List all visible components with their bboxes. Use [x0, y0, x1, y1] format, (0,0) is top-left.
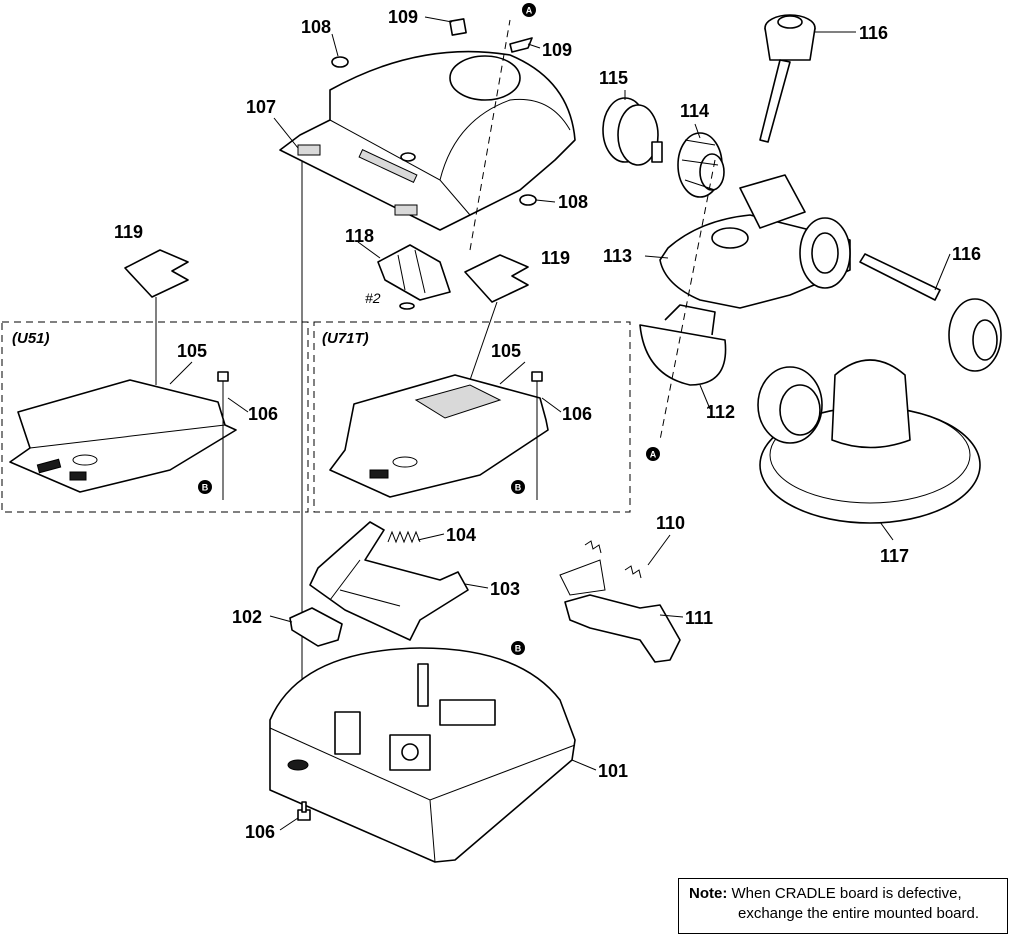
part-label-114: 114: [680, 101, 709, 121]
marker-a-bottom: A: [646, 447, 660, 461]
springs-110: [559, 540, 642, 596]
part-label-116-top: 116: [859, 23, 888, 43]
rubber-foot-108b: [519, 194, 537, 206]
board-105-u71t: [329, 374, 549, 498]
variant-label-u51: (U51): [12, 330, 50, 347]
part-label-118: 118: [345, 226, 374, 246]
part-label-113: 113: [603, 246, 632, 266]
button-102: [289, 607, 343, 647]
note-box: Note: When CRADLE board is defective, ex…: [678, 878, 1008, 934]
part-label-103: 103: [490, 579, 520, 599]
note-label: Note:: [689, 885, 728, 902]
part-label-109-right: 109: [542, 40, 572, 60]
top-cover: [279, 50, 576, 231]
sheet-119b: [464, 254, 529, 303]
part-label-111: 111: [685, 608, 713, 628]
screw-106b: [531, 371, 543, 500]
sheet-109a: [449, 18, 467, 36]
screw-callout: #2: [365, 290, 381, 306]
part-label-109-top: 109: [388, 7, 418, 27]
part-label-106-u71t: 106: [562, 404, 592, 424]
ball-112: [639, 304, 727, 386]
slider-103: [309, 521, 469, 641]
svg-text:B: B: [202, 483, 209, 493]
part-label-115: 115: [599, 68, 628, 88]
joint-113: [659, 174, 851, 309]
sheet-109b: [509, 37, 533, 53]
part-label-106-bottom: 106: [245, 822, 275, 842]
svg-text:B: B: [515, 483, 522, 493]
bracket-118: [377, 244, 451, 310]
svg-text:A: A: [650, 450, 657, 460]
part-label-105-u51: 105: [177, 341, 207, 361]
spring-104: [387, 530, 421, 544]
part-label-119-right: 119: [541, 248, 570, 268]
pin-116-horizontal: [859, 253, 1002, 372]
leader-lines: [169, 16, 951, 831]
part-label-112: 112: [706, 402, 735, 422]
suction-cup-117: [757, 359, 981, 524]
knob-115: [602, 97, 663, 166]
part-label-116-right: 116: [952, 244, 981, 264]
bottom-case-101: [269, 647, 576, 863]
marker-b-left: B: [198, 480, 212, 494]
screw-106c: [297, 801, 311, 821]
part-label-117: 117: [880, 546, 909, 566]
part-label-101: 101: [598, 761, 628, 781]
rubber-foot-108a: [331, 56, 349, 68]
part-label-102: 102: [232, 607, 262, 627]
svg-text:B: B: [515, 644, 522, 654]
marker-a-top: A: [522, 3, 536, 17]
board-105-u51: [9, 379, 237, 493]
variant-box-u51: [1, 321, 309, 513]
svg-text:A: A: [526, 6, 533, 16]
part-label-108-right: 108: [558, 192, 588, 212]
part-label-104: 104: [446, 525, 476, 545]
marker-b-right: B: [511, 480, 525, 494]
variant-box-u71t: [313, 321, 631, 513]
part-label-105-u71t: 105: [491, 341, 521, 361]
note-line-2: exchange the entire mounted board.: [738, 905, 980, 922]
part-label-119-left: 119: [114, 222, 143, 242]
pin-116-vertical: [759, 14, 816, 143]
part-label-106-u51: 106: [248, 404, 278, 424]
marker-b-case: B: [511, 641, 525, 655]
part-label-108-top: 108: [301, 17, 331, 37]
sheet-119a: [124, 249, 189, 298]
note-line-1: When CRADLE board is defective,: [731, 885, 962, 902]
lever-111: [564, 594, 681, 663]
screw-106a: [217, 371, 229, 500]
variant-label-u71t: (U71T): [322, 330, 369, 347]
part-label-107: 107: [246, 97, 276, 117]
part-label-110: 110: [656, 513, 685, 533]
gear-114: [677, 132, 725, 198]
